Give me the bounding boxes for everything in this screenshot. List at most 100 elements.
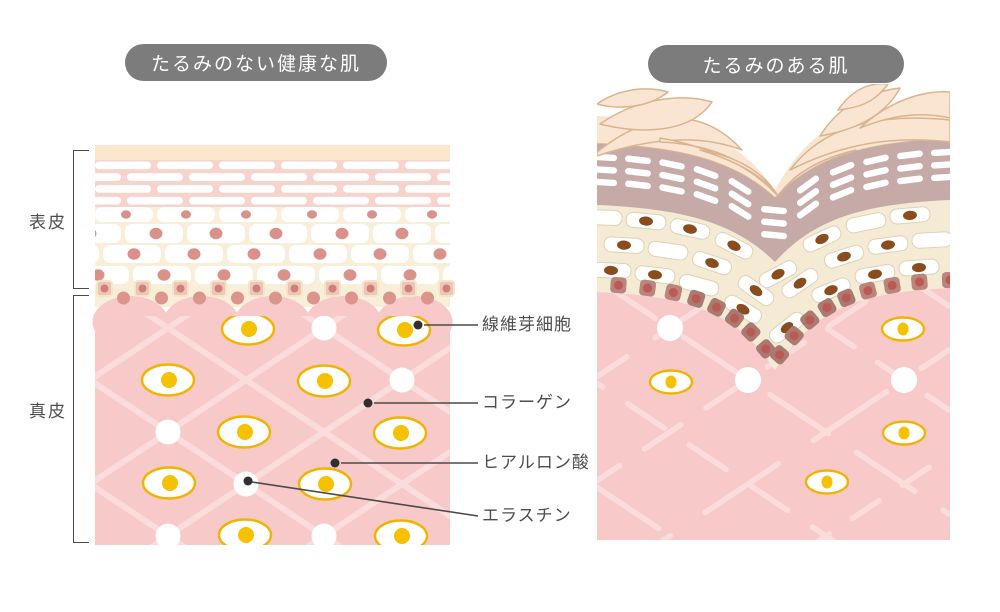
corneum-dash [761, 218, 787, 227]
corneocyte-stripe [95, 196, 121, 205]
fibroblast-nucleus [821, 475, 833, 489]
epidermal-cell-group [737, 275, 775, 307]
corneum-dash [863, 179, 889, 191]
cell-nucleus [247, 248, 261, 260]
corneum-dash [693, 178, 719, 192]
basal-cell-group [769, 345, 790, 365]
basal-cell-group [707, 297, 726, 317]
collagen-fiber-line [597, 288, 950, 414]
cell-nucleus-brown [824, 285, 838, 296]
basal-cell-nucleus [775, 350, 785, 360]
basal-cell-round [345, 291, 358, 305]
annotation-dot [413, 320, 423, 330]
cell-nucleus [456, 228, 469, 239]
cell-nucleus [277, 269, 291, 281]
basal-layer [96, 280, 455, 305]
elastin-node [891, 367, 917, 393]
corneocyte-stripe [95, 185, 151, 193]
basal-cell-group [941, 271, 950, 289]
skin-flake [819, 87, 901, 137]
cell-nucleus-brown [868, 269, 882, 279]
fibroblast-nucleus [161, 372, 177, 388]
collagen-fiber-line [597, 288, 950, 518]
basal-cell-round [269, 291, 282, 305]
basal-cell-group [724, 308, 745, 328]
epidermal-cell-group [625, 211, 667, 231]
corneocyte-stripe [437, 196, 450, 205]
cell-nucleus [217, 269, 231, 281]
fibroblast-nucleus [397, 322, 413, 338]
corneum-dash [625, 168, 651, 177]
cell-nucleus [433, 248, 447, 260]
dermis-bracket [73, 295, 89, 543]
corneum-dash [931, 173, 950, 182]
healthy-skin-epidermis [33, 145, 469, 307]
fibroblast-nucleus [897, 322, 909, 336]
dermis-ground [597, 288, 950, 540]
basal-cell-nucleus [822, 303, 832, 313]
cell-nucleus-brown [648, 270, 662, 280]
basal-cell-nucleus [668, 288, 678, 298]
collagen-fiber-line [95, 316, 348, 484]
corneum-dash [796, 200, 820, 219]
cell-nucleus-brown [736, 303, 750, 315]
corneocyte-stripe [189, 173, 245, 181]
corneocyte-stripe [219, 185, 275, 193]
basal-cell-round [231, 291, 244, 305]
basal-cell-round [421, 291, 434, 305]
collagen-fiber-line [144, 316, 450, 519]
epidermal-cell-group [802, 225, 842, 253]
epidermal-cell [597, 209, 623, 226]
epidermal-cell-group [781, 267, 819, 299]
epidermal-cell-group [692, 250, 732, 276]
fibroblast-nucleus [162, 475, 178, 491]
cell-nucleus [241, 210, 251, 219]
epidermal-cell [647, 240, 689, 261]
epidermal-cell-group [603, 236, 645, 254]
cell-nucleus [269, 227, 283, 240]
corneum-dash [693, 166, 719, 180]
annotation-dot [363, 398, 373, 408]
corneocyte-stripe [33, 162, 89, 170]
elastin-node [657, 315, 683, 341]
basal-cell-nucleus [863, 286, 873, 296]
basal-cell-group [883, 276, 901, 295]
corneum-dash [693, 191, 719, 205]
fibroblast-nucleus [393, 425, 409, 441]
annotation-leaders [243, 320, 479, 517]
skin-flake [597, 88, 669, 108]
corneum-dash [796, 188, 820, 206]
epidermal-cell-group [845, 212, 887, 234]
elastin-node [311, 523, 337, 545]
sagging-skin-title-pill: たるみのある肌 [648, 45, 904, 83]
epidermal-cell-group [811, 277, 851, 304]
epidermal-cell [443, 266, 450, 284]
corneocyte-stripe [127, 173, 183, 181]
basal-cell-group [859, 281, 877, 300]
cell-nucleus-brown [881, 240, 895, 250]
fibroblast-nucleus [665, 375, 677, 389]
basal-cell-nucleus [746, 327, 756, 337]
cell-nucleus [95, 229, 97, 238]
cell-nucleus [373, 248, 387, 260]
basal-cell-group [639, 279, 657, 297]
basal-cell-nucleus [328, 284, 337, 293]
epidermal-cell [95, 245, 99, 263]
corneum-dash [897, 163, 923, 172]
cell-nucleus [95, 269, 105, 281]
basal-cell-nucleus [730, 313, 740, 323]
basal-cell-group [741, 322, 761, 342]
corneocyte-stripe [127, 196, 183, 205]
corneocyte-stripe [343, 161, 399, 170]
collagen-fiber-line [597, 380, 950, 540]
cell-nucleus-brown [837, 251, 851, 262]
epidermis-bracket [73, 150, 89, 289]
cell-nucleus [313, 248, 327, 260]
basal-cell-round [383, 291, 396, 305]
cell-nucleus-brown [727, 240, 741, 251]
corneocyte-stripe [375, 196, 431, 205]
corneum-dash [863, 154, 889, 166]
sagging-skin-illustration [597, 84, 950, 540]
fibroblast-nucleus [898, 426, 910, 440]
disordered-corneum-band [597, 138, 950, 262]
